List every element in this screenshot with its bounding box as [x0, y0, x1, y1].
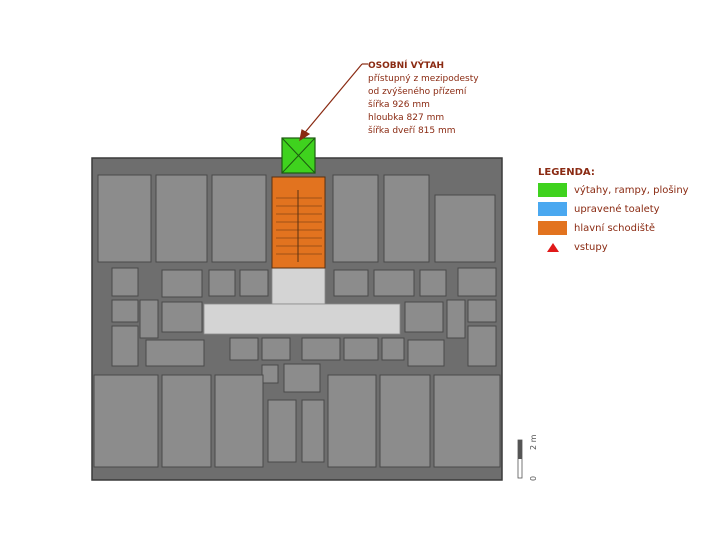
- callout-title: OSOBNÍ VÝTAH: [368, 61, 445, 71]
- legend-title: LEGENDA:: [538, 167, 595, 178]
- legend-label: vstupy: [574, 241, 608, 253]
- central-corridor: [203, 267, 401, 335]
- legend-label: upravené toalety: [574, 203, 660, 215]
- scale-label-two: 2 m: [529, 434, 538, 450]
- orange-swatch-icon: [538, 221, 567, 235]
- scale-label-zero: 0: [529, 475, 538, 481]
- elevator: [281, 137, 316, 174]
- blue-swatch-icon: [538, 202, 567, 216]
- callout-leader: [299, 63, 368, 142]
- side-bathrooms: [111, 299, 497, 367]
- legend: LEGENDA: výtahy, rampy, plošiny upravené…: [538, 167, 689, 257]
- small-rooms-lower: [145, 337, 445, 393]
- elevator-callout: OSOBNÍ VÝTAH přístupný z mezipodesty od …: [368, 60, 479, 138]
- callout-line: šířka dveří 815 mm: [368, 126, 456, 136]
- callout-line: přístupný z mezipodesty: [368, 74, 479, 84]
- legend-item-entrances: vstupy: [538, 238, 689, 256]
- scale-bar: [517, 439, 523, 479]
- callout-line: od zvýšeného přízemí: [368, 87, 467, 97]
- main-staircase: [271, 176, 326, 269]
- legend-item-stairs: hlavní schodiště: [538, 219, 689, 237]
- callout-line: hloubka 827 mm: [368, 113, 445, 123]
- legend-item-elevators: výtahy, rampy, plošiny: [538, 181, 689, 199]
- legend-label: hlavní schodiště: [574, 222, 656, 234]
- small-rooms-upper: [111, 267, 497, 298]
- green-swatch-icon: [538, 183, 567, 197]
- red-triangle-icon: [546, 242, 559, 252]
- legend-item-toilets: upravené toalety: [538, 200, 689, 218]
- lower-rooms: [93, 374, 501, 468]
- legend-label: výtahy, rampy, plošiny: [574, 184, 689, 196]
- callout-line: šířka 926 mm: [368, 100, 430, 110]
- upper-rooms: [97, 174, 496, 263]
